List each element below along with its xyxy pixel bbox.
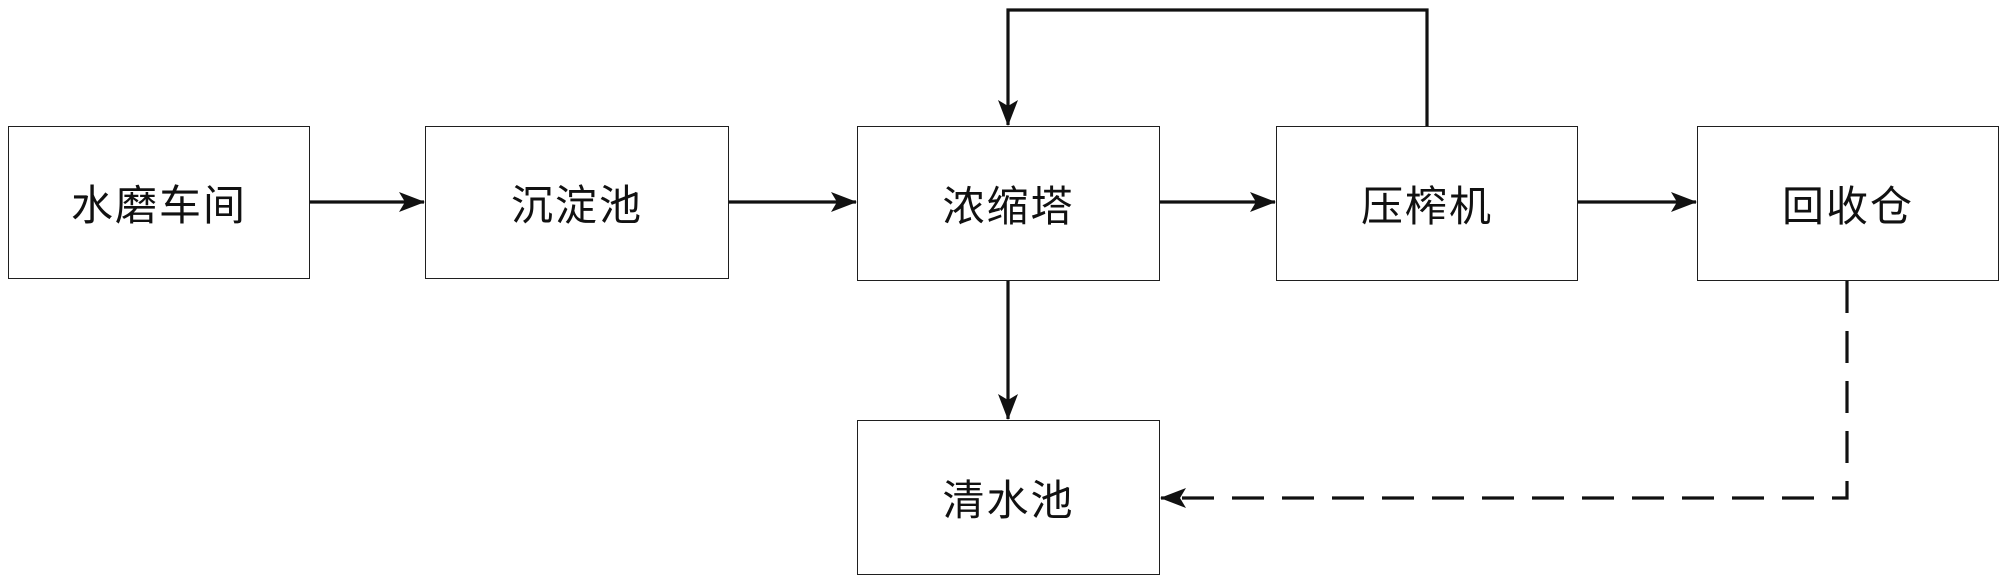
node-label: 压榨机 <box>1360 182 1493 231</box>
node-label: 水磨车间 <box>70 181 247 230</box>
node-water-grinding-workshop: 水磨车间 <box>8 126 310 279</box>
node-clear-water-tank: 清水池 <box>857 420 1160 575</box>
node-recovery-bin: 回收仓 <box>1697 126 1999 281</box>
arrow-press-loop-to-thickener <box>998 8 1429 126</box>
node-label: 回收仓 <box>1781 182 1914 231</box>
node-thickener-tower: 浓缩塔 <box>857 126 1160 281</box>
node-press-machine: 压榨机 <box>1276 126 1578 281</box>
node-label: 沉淀池 <box>510 181 643 230</box>
node-label: 浓缩塔 <box>942 182 1075 231</box>
arrow-recovery-bin-to-clear-tank-dashed <box>1160 281 1849 508</box>
node-label: 清水池 <box>942 476 1075 525</box>
node-settling-tank: 沉淀池 <box>425 126 729 279</box>
